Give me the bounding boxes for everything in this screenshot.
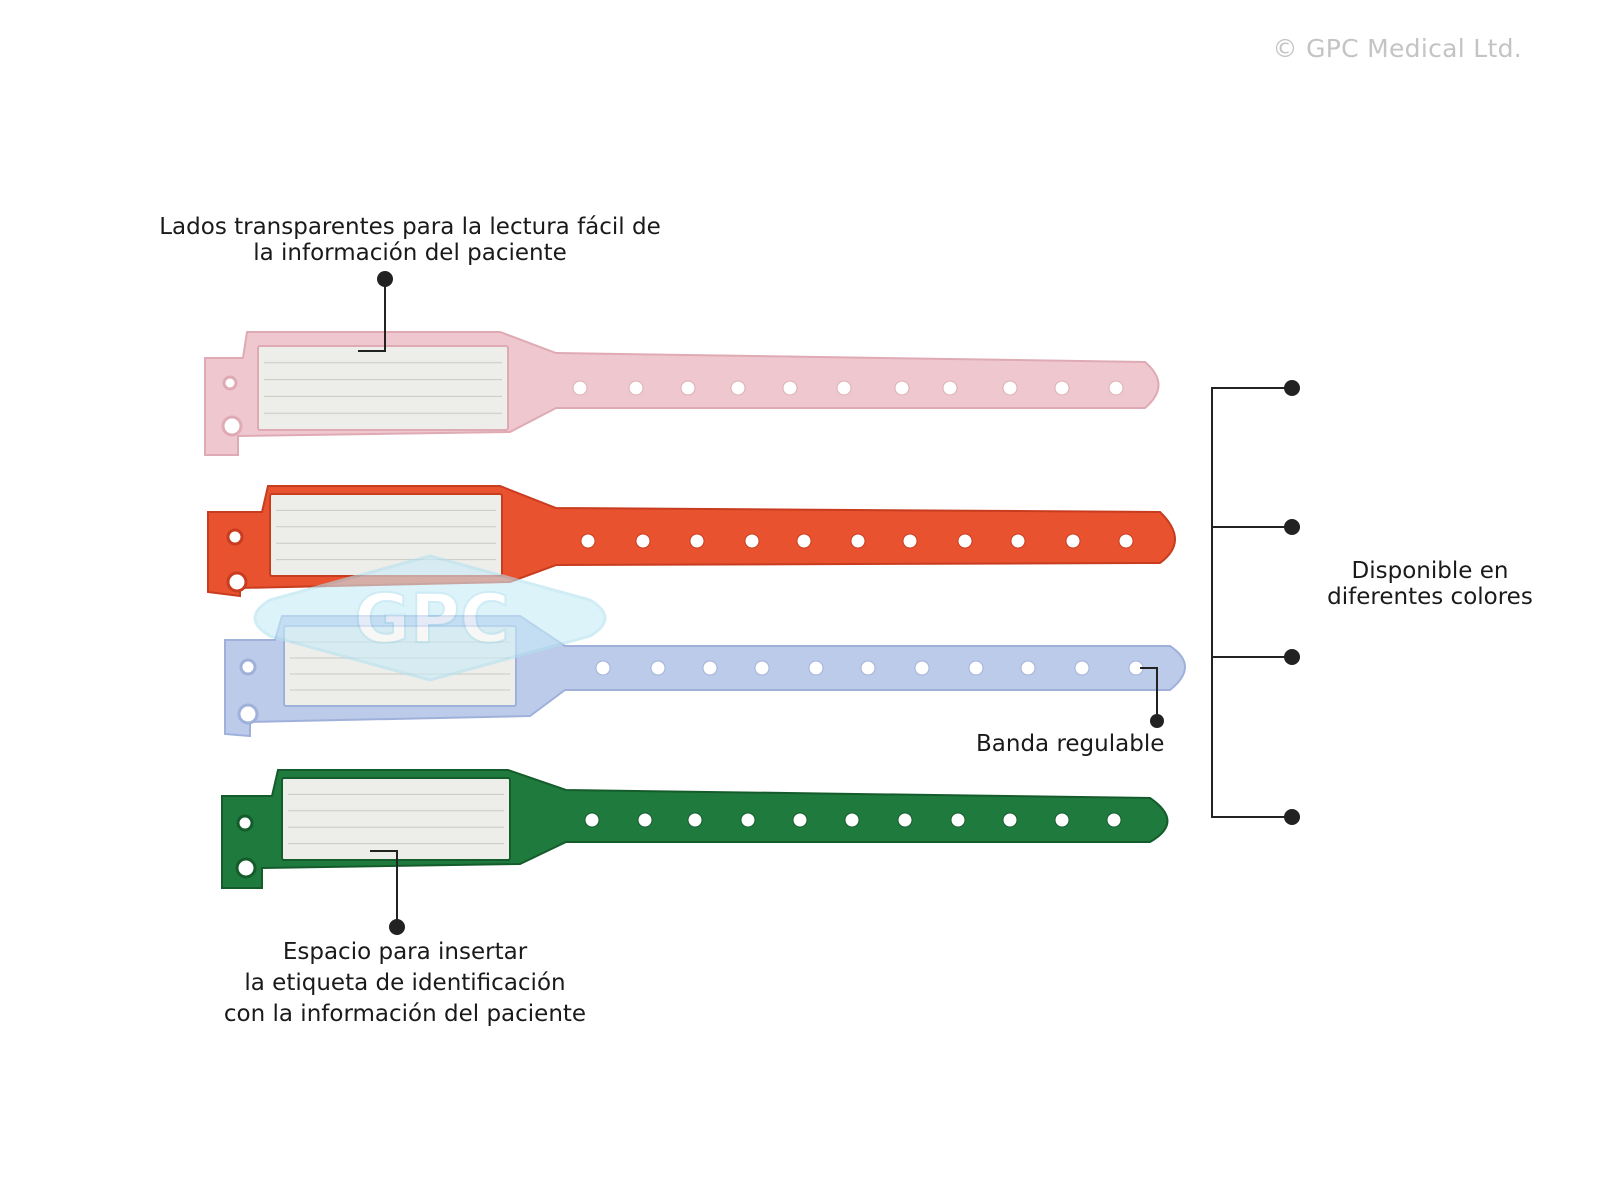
adjustment-hole: [796, 533, 812, 549]
snap-button: [237, 703, 259, 725]
adjustment-hole: [1020, 660, 1036, 676]
adjustment-hole: [650, 660, 666, 676]
adjustment-hole: [1002, 812, 1018, 828]
snap-button: [221, 415, 243, 437]
gpc-watermark-logo: GPC: [253, 554, 607, 682]
adjustment-hole: [744, 533, 760, 549]
adjustment-hole: [595, 660, 611, 676]
annotation-line: con la información del paciente: [223, 1001, 587, 1027]
annotation-insert-space: Espacio para insertar la etiqueta de ide…: [180, 937, 630, 1030]
id-label-card: [281, 777, 511, 861]
leader-dot: [1284, 649, 1300, 665]
adjustment-hole: [754, 660, 770, 676]
adjustment-hole: [687, 812, 703, 828]
adjustment-hole: [1054, 812, 1070, 828]
adjustment-hole: [1065, 533, 1081, 549]
adjustment-hole: [957, 533, 973, 549]
adjustment-hole: [584, 812, 600, 828]
annotation-line: Lados transparentes para la lectura fáci…: [159, 214, 661, 240]
copyright-notice: © GPC Medical Ltd.: [1272, 34, 1522, 63]
snap-button: [236, 814, 254, 832]
leader-line: [370, 850, 398, 927]
adjustment-hole: [836, 380, 852, 396]
adjustment-hole: [1106, 812, 1122, 828]
watermark-text: GPC: [354, 580, 510, 659]
adjustment-hole: [680, 380, 696, 396]
leader-dot: [1284, 380, 1300, 396]
annotation-line: Disponible en: [1351, 558, 1509, 584]
annotation-transparent-sides: Lados transparentes para la lectura fáci…: [130, 214, 690, 266]
adjustment-hole: [782, 380, 798, 396]
adjustment-hole: [1002, 380, 1018, 396]
leader-line: [358, 279, 386, 352]
adjustment-hole: [628, 380, 644, 396]
snap-button: [226, 571, 248, 593]
annotation-adjustable-band: Banda regulable: [976, 731, 1165, 757]
adjustment-hole: [902, 533, 918, 549]
annotation-line: la etiqueta de identificación: [244, 970, 566, 996]
adjustment-hole: [914, 660, 930, 676]
annotation-leaders: [358, 271, 1300, 935]
annotation-line: la información del paciente: [253, 240, 567, 266]
adjustment-hole: [689, 533, 705, 549]
adjustment-hole: [635, 533, 651, 549]
adjustment-hole: [792, 812, 808, 828]
adjustment-hole: [850, 533, 866, 549]
snap-button: [222, 375, 238, 391]
id-label-card: [269, 493, 503, 577]
adjustment-hole: [968, 660, 984, 676]
adjustment-hole: [897, 812, 913, 828]
leader-dot: [1284, 809, 1300, 825]
adjustment-hole: [808, 660, 824, 676]
adjustment-hole: [1108, 380, 1124, 396]
adjustment-hole: [740, 812, 756, 828]
snap-button: [226, 528, 244, 546]
annotation-line: diferentes colores: [1327, 584, 1533, 610]
adjustment-hole: [860, 660, 876, 676]
adjustment-hole: [572, 380, 588, 396]
annotation-line: Espacio para insertar: [282, 939, 528, 965]
leader-dot: [1150, 714, 1164, 728]
leader-line: [1140, 667, 1158, 721]
adjustment-hole: [942, 380, 958, 396]
snap-button: [235, 857, 257, 879]
adjustment-hole: [1074, 660, 1090, 676]
adjustment-hole: [950, 812, 966, 828]
adjustment-hole: [580, 533, 596, 549]
id-label-card: [257, 345, 509, 431]
adjustment-hole: [1118, 533, 1134, 549]
annotation-colors: Disponible en diferentes colores: [1300, 558, 1560, 610]
adjustment-hole: [1010, 533, 1026, 549]
wristband-green: [221, 769, 1169, 889]
adjustment-hole: [1054, 380, 1070, 396]
adjustment-hole: [702, 660, 718, 676]
adjustment-hole: [730, 380, 746, 396]
snap-button: [239, 658, 257, 676]
bracket-line: [1211, 387, 1292, 818]
adjustment-hole: [894, 380, 910, 396]
leader-dot: [1284, 519, 1300, 535]
adjustment-hole: [637, 812, 653, 828]
wristband-pink: [204, 331, 1160, 456]
adjustment-hole: [844, 812, 860, 828]
